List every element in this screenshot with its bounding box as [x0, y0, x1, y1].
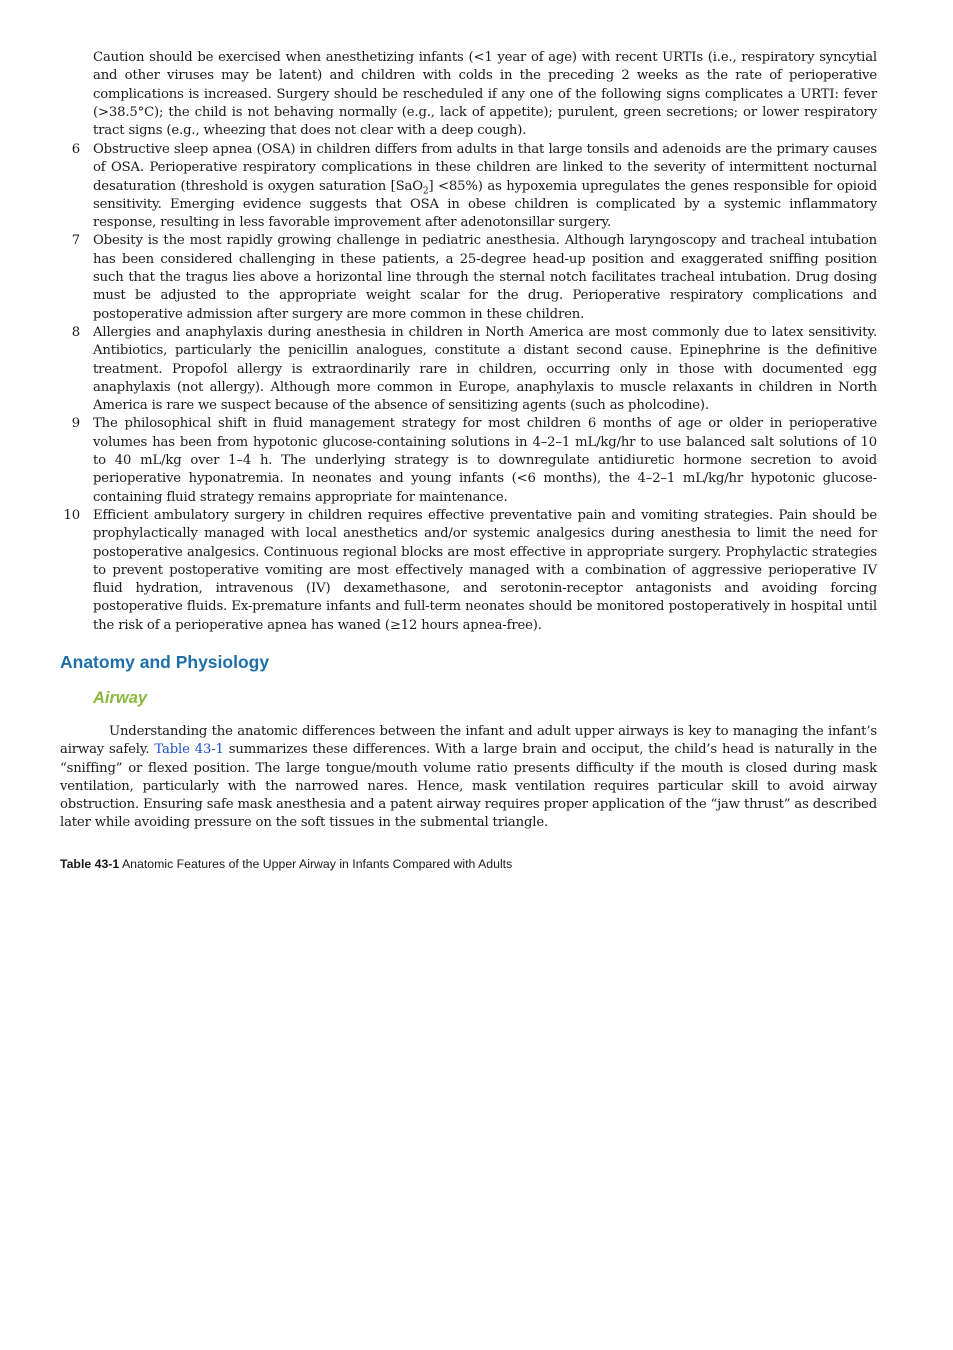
list-item: 8 Allergies and anaphylaxis during anest…: [60, 324, 877, 415]
subsection-heading: Airway: [93, 689, 148, 707]
lead-paragraph: Caution should be exercised when anesthe…: [93, 50, 877, 139]
list-item-text: The philosophical shift in fluid managem…: [93, 416, 877, 505]
list-item-text: Obstructive sleep apnea (OSA) in childre…: [93, 141, 877, 232]
list-item: 6 Obstructive sleep apnea (OSA) in child…: [60, 141, 877, 232]
table-reference-link[interactable]: Table 43-1: [154, 742, 224, 758]
subscript: 2: [422, 186, 429, 197]
list-number: 7: [71, 233, 80, 249]
list-item-text-part: ] <85%) as hypoxemia upregulates the gen…: [93, 178, 877, 231]
list-number: 9: [71, 416, 80, 432]
table-caption: Table 43-1 Anatomic Features of the Uppe…: [60, 857, 512, 871]
list-number: 8: [71, 324, 80, 340]
numbered-list: 6 Obstructive sleep apnea (OSA) in child…: [60, 141, 878, 635]
list-number: 6: [71, 142, 80, 157]
body-paragraph: Understanding the anatomic differences b…: [60, 723, 877, 833]
list-item: 7 Obesity is the most rapidly growing ch…: [60, 232, 877, 323]
table-caption-label: Table 43-1: [60, 857, 120, 871]
list-item-text: Efficient ambulatory surgery in children…: [93, 507, 877, 633]
list-item-text: Obesity is the most rapidly growing chal…: [93, 233, 877, 322]
body-text: Understanding the anatomic differences b…: [60, 724, 877, 758]
body-text: summarizes these differences. With a lar…: [60, 742, 878, 831]
section-heading: Anatomy and Physiology: [60, 652, 270, 672]
list-item: 10 Efficient ambulatory surgery in child…: [60, 507, 878, 635]
list-number: 10: [63, 507, 81, 523]
table-caption-title: Anatomic Features of the Upper Airway in…: [119, 857, 513, 871]
list-item: 9 The philosophical shift in fluid manag…: [60, 415, 877, 506]
list-item-text-part: Obstructive sleep apnea (OSA) in childre…: [93, 142, 877, 194]
list-item-text: Allergies and anaphylaxis during anesthe…: [93, 324, 877, 414]
